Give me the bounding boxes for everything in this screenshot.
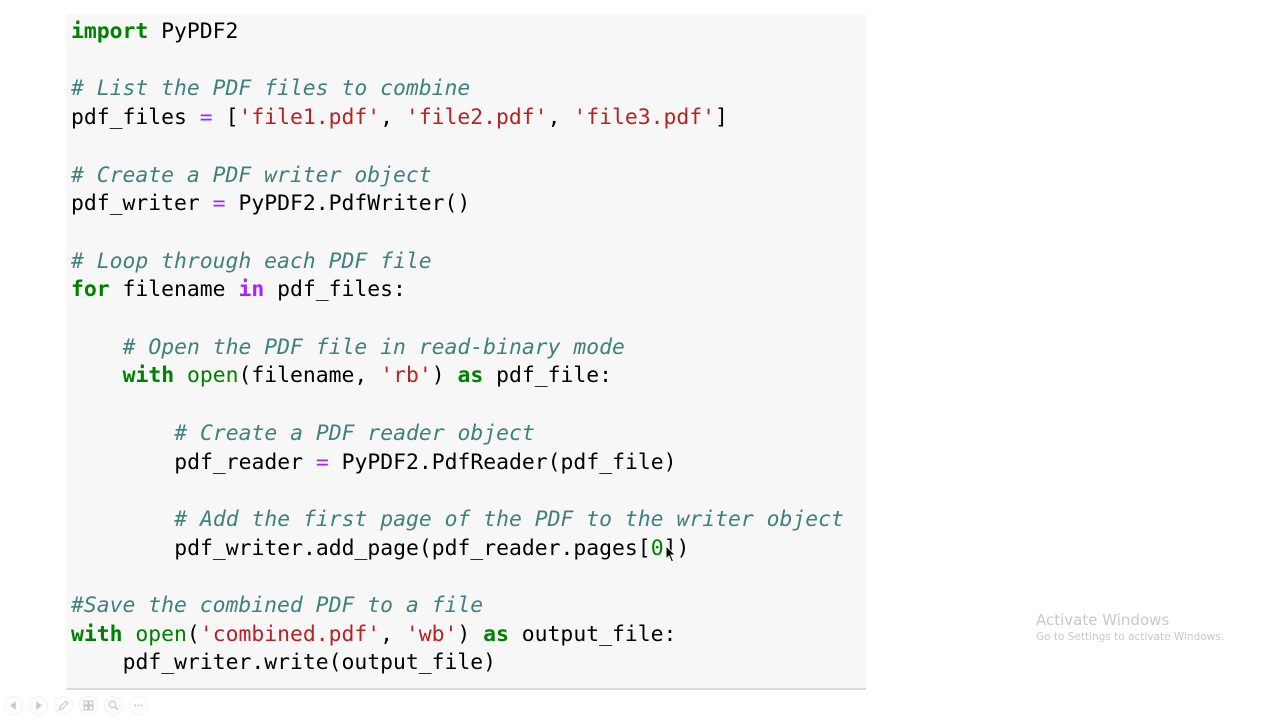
code-line: # List the PDF files to combine <box>71 75 470 103</box>
code-token-text: PyPDF2.PdfReader(pdf_file) <box>328 449 677 475</box>
code-token-keyword: as <box>457 363 484 389</box>
code-token-text <box>123 622 136 647</box>
code-token-text: , <box>380 621 406 647</box>
code-token-text: PyPDF2.PdfWriter() <box>225 191 471 217</box>
code-token-operator: = <box>315 449 329 475</box>
see-all-slides-button[interactable] <box>79 695 98 715</box>
code-line: #Save the combined PDF to a file <box>71 592 483 620</box>
code-token-builtin: open <box>135 621 187 647</box>
code-token-text: pdf_reader <box>174 449 316 475</box>
more-options-button[interactable] <box>129 695 148 715</box>
more-icon <box>134 704 143 706</box>
zoom-icon <box>108 700 119 710</box>
activate-windows-watermark: Activate Windows Go to Settings to activ… <box>1036 610 1224 644</box>
code-token-text: ] <box>715 105 728 131</box>
code-token-string: 'file1.pdf' <box>238 105 381 131</box>
code-token-comment: # List the PDF files to combine <box>71 76 471 102</box>
previous-slide-button[interactable] <box>4 695 23 715</box>
code-cell: import PyPDF2 # List the PDF files to com… <box>66 14 866 690</box>
code-line: pdf_writer.write(output_file) <box>123 649 496 677</box>
code-token-text: pdf_files: <box>264 277 406 303</box>
code-token-text: (filename, <box>238 363 381 389</box>
code-token-keyword: with <box>122 363 175 389</box>
code-token-comment: #Save the combined PDF to a file <box>71 593 484 618</box>
code-token-keyword: in <box>238 277 265 303</box>
slides-icon <box>83 700 94 710</box>
code-token-string: 'rb' <box>380 363 432 389</box>
code-token-text <box>174 363 187 388</box>
code-line: pdf_writer = PyPDF2.PdfWriter() <box>71 190 470 218</box>
code-token-text: ) <box>457 621 484 647</box>
code-line: pdf_writer.add_page(pdf_reader.pages[0]) <box>174 535 689 563</box>
code-token-string: 'combined.pdf' <box>199 621 381 647</box>
code-token-comment: # Create a PDF writer object <box>71 162 432 188</box>
code-token-string: 'file2.pdf' <box>405 105 548 131</box>
code-token-comment: # Open the PDF file in read-binary mode <box>122 334 625 360</box>
code-token-text: pdf_file: <box>483 363 613 389</box>
code-line: pdf_reader = PyPDF2.PdfReader(pdf_file) <box>174 449 676 477</box>
code-line: # Create a PDF writer object <box>71 162 432 190</box>
code-token-number: 0 <box>650 535 664 561</box>
code-token-text: pdf_writer <box>71 191 213 217</box>
zoom-button[interactable] <box>104 695 123 715</box>
code-token-string: 'file3.pdf' <box>573 105 715 131</box>
code-line: with open(filename, 'rb') as pdf_file: <box>123 362 612 390</box>
code-token-comment: # Create a PDF reader object <box>174 420 535 446</box>
code-token-operator: = <box>199 105 213 131</box>
code-token-text: [ <box>212 105 239 131</box>
watermark-title: Activate Windows <box>1036 611 1170 629</box>
previous-icon <box>10 700 16 710</box>
pen-icon <box>58 699 69 711</box>
code-token-text: ) <box>431 363 458 389</box>
code-token-builtin: open <box>187 363 239 389</box>
code-token-text: output_file: <box>508 621 677 647</box>
code-line: for filename in pdf_files: <box>71 276 406 304</box>
code-token-keyword: with <box>71 621 123 647</box>
code-line: with open('combined.pdf', 'wb') as outpu… <box>71 621 676 649</box>
code-token-text: ( <box>186 621 200 647</box>
watermark-subtitle: Go to Settings to activate Windows. <box>1036 631 1225 643</box>
code-token-text: pdf_writer.write(output_file) <box>122 650 497 676</box>
slideshow-toolbar <box>4 694 148 716</box>
code-token-operator: = <box>212 191 226 217</box>
code-token-string: 'wb' <box>405 621 458 647</box>
code-token-text: PyPDF2 <box>148 19 239 44</box>
code-line: # Loop through each PDF file <box>71 248 432 276</box>
code-token-text: , <box>547 105 574 131</box>
code-token-keyword: for <box>71 277 110 303</box>
code-line: import PyPDF2 <box>71 18 238 46</box>
code-token-comment: # Loop through each PDF file <box>71 248 432 274</box>
code-token-text: pdf_files <box>71 105 200 131</box>
code-token-text: pdf_writer.add_page(pdf_reader.pages[ <box>174 535 651 561</box>
code-line: pdf_files = ['file1.pdf', 'file2.pdf', '… <box>71 104 728 132</box>
mouse-cursor-icon <box>665 545 677 563</box>
next-icon <box>36 700 42 710</box>
next-slide-button[interactable] <box>29 695 48 715</box>
code-token-comment: # Add the first page of the PDF to the w… <box>174 506 844 532</box>
pen-button[interactable] <box>54 695 73 715</box>
code-token-text: filename <box>109 277 239 303</box>
code-token-keyword: import <box>71 19 149 44</box>
code-token-text: , <box>380 105 406 131</box>
code-token-keyword: as <box>483 621 509 647</box>
code-line: # Create a PDF reader object <box>174 420 535 448</box>
code-line: # Add the first page of the PDF to the w… <box>174 506 844 534</box>
code-line: # Open the PDF file in read-binary mode <box>123 334 625 362</box>
